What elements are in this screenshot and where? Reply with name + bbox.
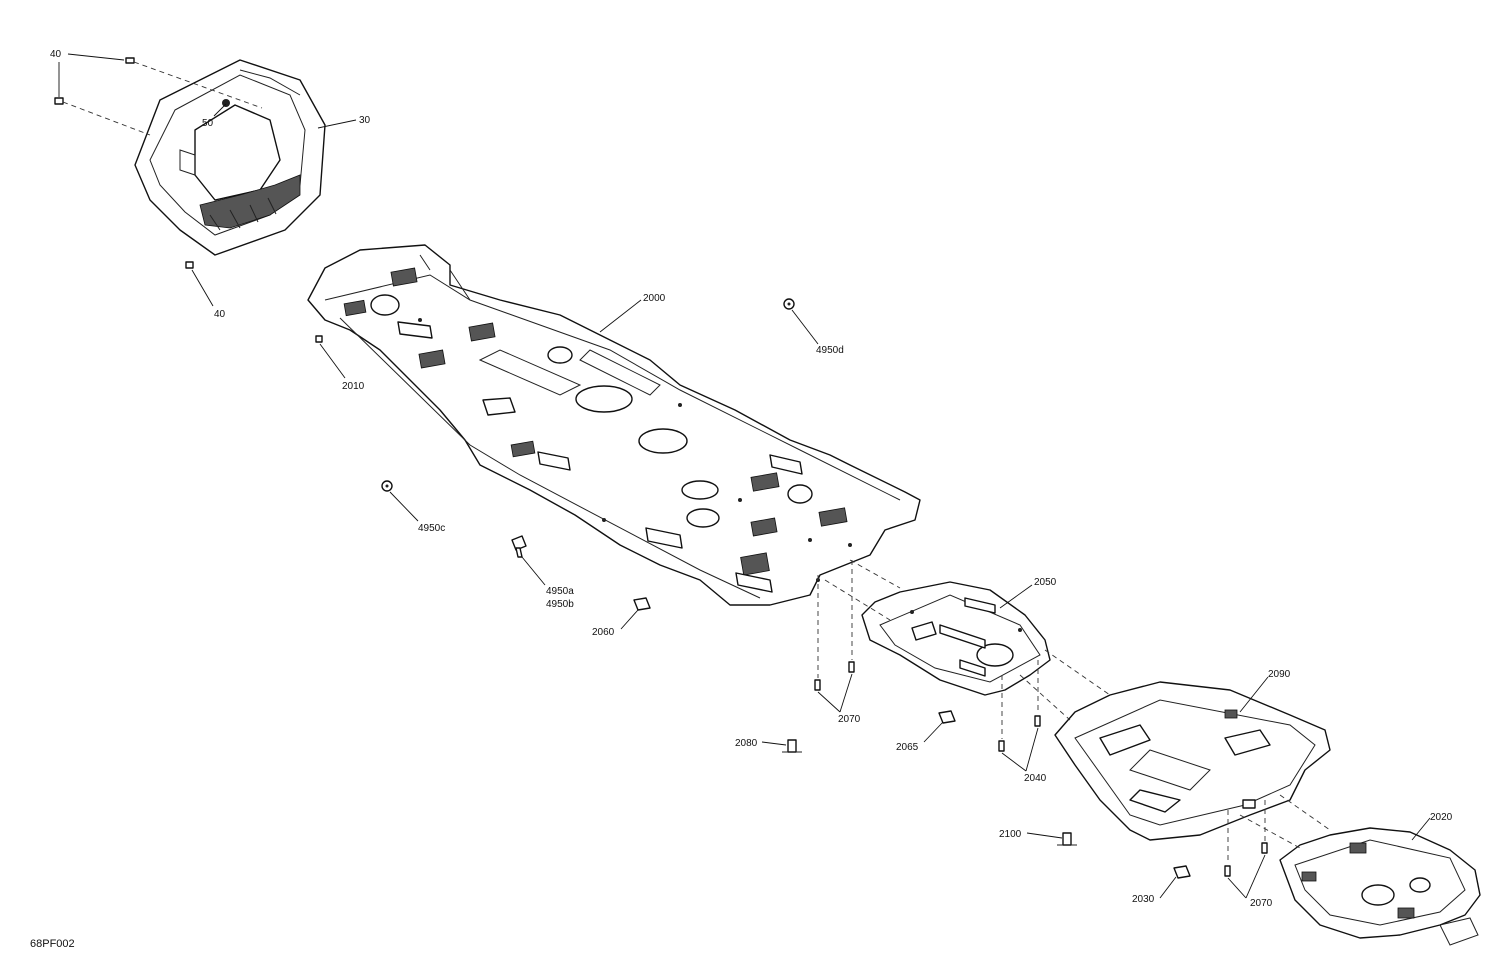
nut-2030[interactable] (1173, 865, 1191, 879)
callout-2030: 2030 (1132, 894, 1155, 905)
callout-2000: 2000 (643, 293, 666, 304)
screw-40-top[interactable] (125, 57, 135, 64)
bolt-2040-a[interactable] (998, 740, 1005, 752)
screw-40-left[interactable] (54, 97, 64, 105)
bolt-2070-a[interactable] (814, 679, 821, 691)
clip-2010[interactable] (315, 335, 323, 343)
callout-4950c: 4950c (418, 523, 445, 534)
rivet-2100[interactable] (1057, 832, 1077, 846)
bolt-2070-d[interactable] (1261, 842, 1268, 854)
callout-4950a: 4950a (546, 586, 574, 597)
callout-2100: 2100 (999, 829, 1022, 840)
bolt-2070-c[interactable] (1224, 865, 1231, 877)
figure-code: 68PF002 (30, 938, 75, 950)
callout-30: 30 (359, 115, 371, 126)
fastener-4950a[interactable] (511, 535, 527, 558)
callout-2090: 2090 (1268, 669, 1291, 680)
callout-2050: 2050 (1034, 577, 1057, 588)
callout-2060: 2060 (592, 627, 615, 638)
leader-lines (58, 53, 1431, 899)
callout-2020: 2020 (1430, 812, 1453, 823)
main-skid-plate-part[interactable] (307, 244, 921, 606)
callout-2070-mid: 2070 (838, 714, 861, 725)
callout-4950d: 4950d (816, 345, 844, 356)
nut-2065[interactable] (938, 710, 956, 724)
rear-end-plate-part[interactable] (1279, 827, 1481, 946)
washer-4950d[interactable] (783, 298, 795, 310)
callout-2065: 2065 (896, 742, 919, 753)
screw-40-bottom[interactable] (185, 261, 194, 269)
nut-2060[interactable] (633, 597, 651, 611)
rivet-2080[interactable] (782, 739, 802, 753)
callout-4950b: 4950b (546, 599, 574, 610)
middle-skid-plate-part[interactable] (861, 581, 1051, 696)
bolt-2040-b[interactable] (1034, 715, 1041, 727)
front-fascia-part[interactable] (134, 59, 326, 256)
washer-4950c[interactable] (381, 480, 393, 492)
bolt-2070-b[interactable] (848, 661, 855, 673)
callout-50: 50 (202, 118, 214, 129)
rear-skid-plate-part[interactable] (1054, 681, 1331, 841)
callout-40-bottom: 40 (214, 309, 226, 320)
callout-2070-low: 2070 (1250, 898, 1273, 909)
callout-40-top: 40 (50, 49, 62, 60)
callout-2040: 2040 (1024, 773, 1047, 784)
callout-2010: 2010 (342, 381, 365, 392)
callout-2080: 2080 (735, 738, 758, 749)
